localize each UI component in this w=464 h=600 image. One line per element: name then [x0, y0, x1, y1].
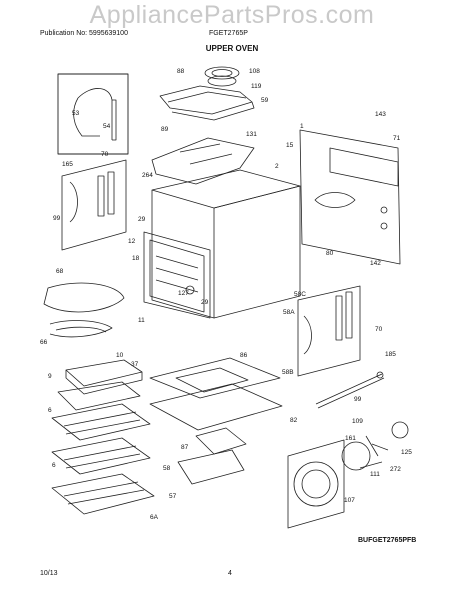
bottom-panel: [149, 357, 283, 485]
part-label: 53: [72, 110, 80, 117]
part-label: 80: [326, 250, 334, 257]
part-label: 107: [344, 497, 355, 504]
convection-motor-assembly: [159, 66, 255, 121]
heating-rod: [315, 371, 385, 409]
part-label: 58B: [282, 369, 294, 376]
part-label: 12: [128, 238, 136, 245]
right-side-panel: [297, 285, 361, 377]
part-label: 88: [177, 68, 185, 75]
part-label: 99: [354, 396, 362, 403]
oven-racks: [51, 403, 155, 515]
section-title: UPPER OVEN: [205, 44, 259, 53]
part-label: 11: [138, 317, 145, 324]
part-label: 272: [390, 466, 401, 473]
part-label: 131: [246, 131, 257, 138]
watermark-text: AppliancePartsPros.com: [89, 1, 375, 29]
part-label: 6A: [150, 514, 159, 521]
part-label: 127: [178, 290, 189, 297]
part-label: 6: [52, 462, 56, 469]
part-label: 108: [249, 68, 260, 75]
part-label: 125: [401, 449, 412, 456]
part-label: 29: [201, 299, 209, 306]
part-label: 82: [290, 417, 298, 424]
broil-element: [43, 282, 125, 338]
part-label: 66: [40, 339, 48, 346]
part-label-group: 88 108 119 59 143 1 71 53 54 89 131 15 1…: [40, 68, 412, 521]
part-label: 111: [370, 471, 380, 478]
part-label: 109: [352, 418, 363, 425]
part-label: 165: [62, 161, 73, 168]
sensor-probe-inset: [57, 73, 129, 155]
part-label: 86: [240, 352, 248, 359]
left-side-panel: [61, 159, 127, 251]
part-label: 18: [132, 255, 140, 262]
part-label: 119: [251, 83, 262, 90]
rear-panel: [299, 129, 401, 265]
part-label: 6: [48, 407, 52, 414]
part-label: 143: [375, 111, 386, 118]
top-insulation: [151, 137, 255, 185]
part-label: 185: [385, 351, 396, 358]
part-label: 264: [142, 172, 153, 179]
part-label: 142: [370, 260, 381, 267]
diagram-code: BUFGET2765PFB: [358, 537, 417, 544]
part-label: 2: [275, 163, 279, 170]
broiler-pan: [57, 359, 143, 411]
part-label: 37: [131, 361, 139, 368]
part-label: 29: [138, 216, 146, 223]
part-label: 70: [101, 151, 109, 158]
part-label: 71: [393, 135, 401, 142]
part-label: 58: [163, 465, 171, 472]
part-label: 58C: [294, 291, 306, 298]
part-label: 58A: [283, 309, 295, 316]
part-label: 161: [345, 435, 356, 442]
part-label: 1: [300, 123, 304, 130]
part-label: 54: [103, 123, 111, 130]
oven-cavity: [143, 169, 301, 319]
part-label: 87: [181, 444, 189, 451]
part-label: 99: [53, 215, 61, 222]
footer-date: 10/13: [40, 570, 58, 577]
part-label: 9: [48, 373, 52, 380]
convection-fan-assembly: [287, 421, 409, 529]
page-number: 4: [228, 570, 232, 577]
part-label: 10: [116, 352, 124, 359]
model-number: FGET2765P: [209, 30, 248, 37]
part-label: 15: [286, 142, 294, 149]
part-label: 89: [161, 126, 169, 133]
part-label: 70: [375, 326, 383, 333]
part-label: 57: [169, 493, 177, 500]
part-label: 59: [261, 97, 269, 104]
publication-number: Publication No: 5995639100: [40, 30, 128, 37]
part-label: 68: [56, 268, 64, 275]
